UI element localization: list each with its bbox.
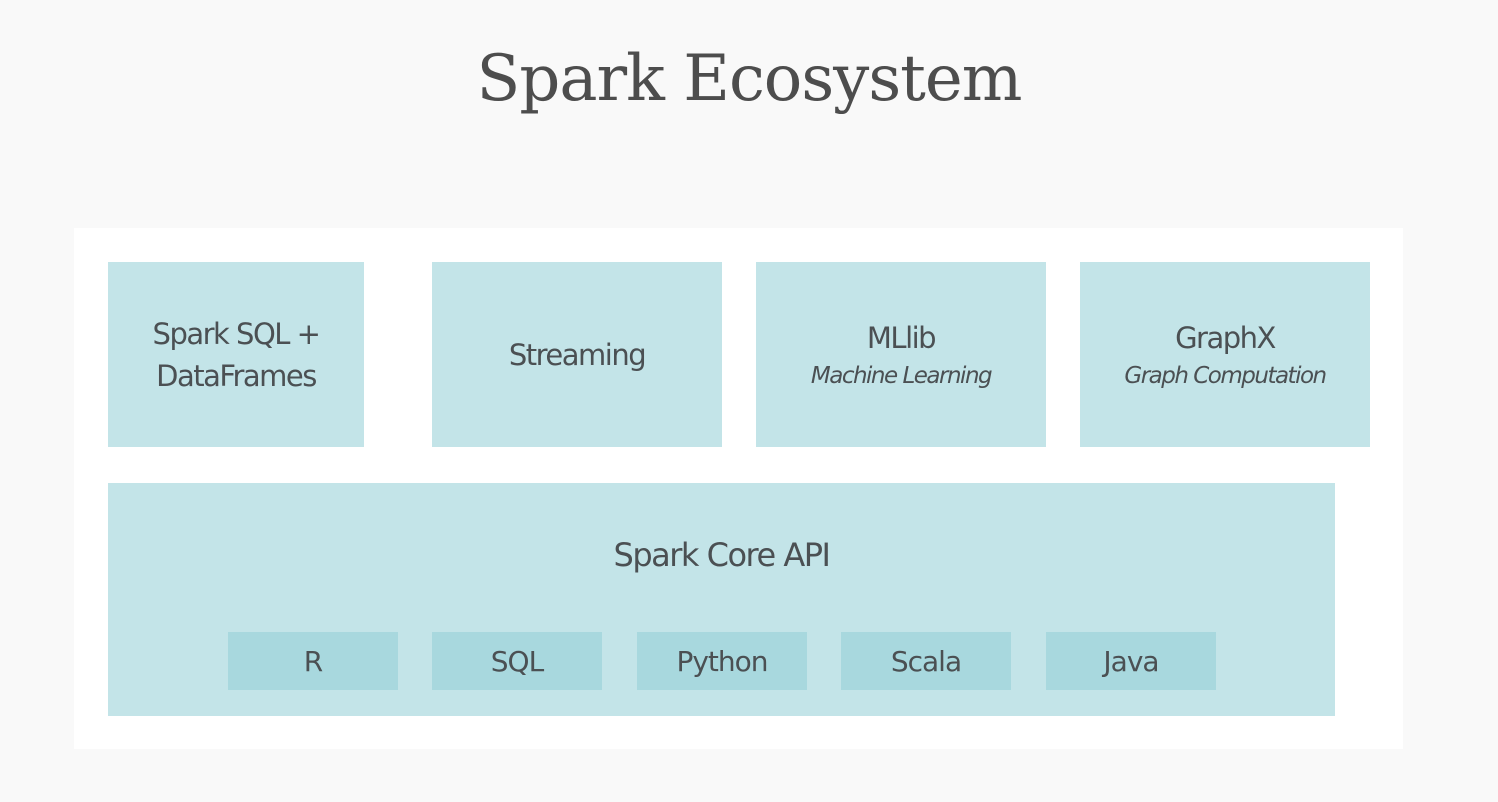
component-subtitle: Graph Computation <box>1124 362 1327 389</box>
component-label: GraphX <box>1175 320 1276 355</box>
spark-core-box: Spark Core API R SQL Python Scala Java <box>108 483 1335 716</box>
ecosystem-panel: Spark SQL + DataFrames Streaming MLlib M… <box>74 228 1403 749</box>
language-chip-r: R <box>228 632 398 690</box>
core-title: Spark Core API <box>613 536 831 574</box>
language-chip-python: Python <box>637 632 807 690</box>
component-mllib: MLlib Machine Learning <box>756 262 1046 447</box>
component-spark-sql: Spark SQL + DataFrames <box>108 262 364 447</box>
language-chip-scala: Scala <box>841 632 1011 690</box>
component-label: MLlib <box>866 320 937 355</box>
component-subtitle: Machine Learning <box>810 362 993 389</box>
language-chip-java: Java <box>1046 632 1216 690</box>
component-streaming: Streaming <box>432 262 722 447</box>
component-label: Spark SQL + <box>152 316 321 351</box>
component-graphx: GraphX Graph Computation <box>1080 262 1370 447</box>
diagram-title: Spark Ecosystem <box>476 42 1023 116</box>
component-label: Streaming <box>508 337 647 372</box>
language-chip-sql: SQL <box>432 632 602 690</box>
component-label-line2: DataFrames <box>156 358 317 393</box>
